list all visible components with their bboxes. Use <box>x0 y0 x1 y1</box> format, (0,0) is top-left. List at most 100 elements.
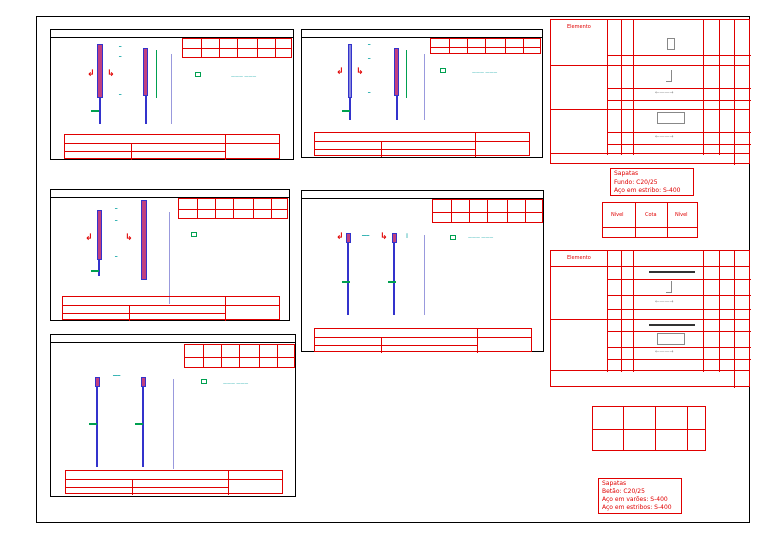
ground-mark <box>342 281 350 283</box>
ground-mark <box>91 270 99 272</box>
column-b <box>141 377 146 387</box>
annotation-cyan: ——— ——— <box>468 235 494 240</box>
title-block <box>65 470 283 495</box>
arrow-left-icon: ↲ <box>336 232 344 242</box>
title-block <box>62 296 280 321</box>
annotation-cyan: ═ <box>115 218 118 223</box>
sheet-header <box>302 191 543 199</box>
stirrup-rect <box>657 112 685 124</box>
title-block <box>64 134 280 160</box>
ground-mark <box>89 423 97 425</box>
column-b <box>392 233 397 243</box>
column-b-shaft <box>142 387 144 467</box>
annotation-cyan: ——— ——— <box>231 74 257 79</box>
annotation-cyan: ——— ——— <box>223 381 249 386</box>
annotation-cyan: ═ <box>119 44 122 49</box>
column-b <box>141 200 147 280</box>
legend-line: Sapatas <box>602 480 627 487</box>
arrow-left-icon: ↲ <box>336 67 344 77</box>
annotation-cyan: ═ <box>119 92 122 97</box>
arrow-left-icon: ↲ <box>87 69 95 79</box>
level-table-header: Cota <box>645 212 657 218</box>
level-line-blue <box>424 54 425 120</box>
column-a-shaft <box>98 260 100 276</box>
column-a <box>348 44 352 98</box>
rebar-table <box>178 198 288 219</box>
column-b-shaft <box>396 96 398 120</box>
level-table-header: Nível <box>675 212 688 218</box>
level-table-2 <box>592 406 706 451</box>
arrow-left-icon: ↲ <box>85 233 93 243</box>
detail-sheet-5: ═══ ——— ——— <box>50 334 296 497</box>
arrow-right-icon: ↳ <box>125 233 133 243</box>
detail-marker <box>195 72 201 77</box>
detail-marker <box>201 379 207 384</box>
rebar-table <box>432 199 543 223</box>
bar-arrow: ←——→ <box>655 299 674 305</box>
annotation-cyan: ═ <box>368 56 371 61</box>
detail-sheet-3: ↲ ↳ ═ ═ ═ <box>50 189 290 321</box>
annotation-cyan: ——— ——— <box>472 70 498 75</box>
annotation-cyan: ═ <box>115 206 118 211</box>
detail-sheet-2: ↲ ↳ ═ ═ ═ ——— ——— <box>301 29 543 158</box>
bar-line <box>649 324 695 326</box>
legend-line: Sapatas <box>614 170 639 177</box>
column-a-shaft <box>99 98 101 124</box>
column-a-shaft <box>96 387 98 467</box>
bar-shape <box>666 281 672 293</box>
bar-line <box>649 271 695 273</box>
level-table-header: Nível <box>611 212 624 218</box>
ground-mark <box>135 423 143 425</box>
sheet-header <box>302 30 542 38</box>
column-b-shaft <box>145 96 147 124</box>
stirrup-shape <box>667 38 675 50</box>
bar-shape <box>666 70 672 82</box>
schedule-top-header: Elemento <box>567 24 591 30</box>
bar-arrow: ←——→ <box>655 90 674 96</box>
detail-sheet-4: ↲ ↳ ═══ ║ ——— ——— <box>301 190 544 353</box>
annotation-cyan: ═══ <box>113 373 121 378</box>
stirrup-rect <box>657 333 685 345</box>
level-line-blue <box>424 235 425 315</box>
legend-line: Aço em varões: S-400 <box>602 496 668 503</box>
legend-line: Aço em estribos: S-400 <box>602 504 672 511</box>
bar-arrow: ←——→ <box>655 349 674 355</box>
legend-line: Betão: C20/25 <box>602 488 645 495</box>
schedule-top: Elemento ←——→ ←——→ <box>550 19 751 165</box>
column-b <box>143 48 148 96</box>
legend-line: Aço em estribo: S-400 <box>614 187 681 194</box>
ground-mark <box>342 110 350 112</box>
level-line-blue <box>171 54 172 124</box>
annotation-cyan: ═══ <box>362 233 370 238</box>
detail-sheet-1: ↲ ↳ ═ ═ ═ ——— ——— <box>50 29 294 160</box>
legend-box-1: Sapatas Fundo: C20/25 Aço em estribo: S-… <box>610 168 694 196</box>
level-table: Nível Cota Nível <box>602 202 698 238</box>
rebar-table <box>430 38 541 54</box>
title-block <box>314 132 530 157</box>
rebar-table <box>182 38 292 58</box>
ground-mark <box>388 281 396 283</box>
column-b-shaft <box>393 243 395 315</box>
annotation-cyan: ║ <box>406 233 409 238</box>
level-line-blue <box>173 379 174 469</box>
legend-box-2: Sapatas Betão: C20/25 Aço em varões: S-4… <box>598 478 682 514</box>
arrow-right-icon: ↳ <box>380 232 388 242</box>
title-block <box>314 328 532 353</box>
annotation-cyan: ═ <box>115 254 118 259</box>
arrow-right-icon: ↳ <box>107 69 115 79</box>
legend-line: Fundo: C20/25 <box>614 179 658 186</box>
detail-marker <box>191 232 197 237</box>
column-a <box>95 377 100 387</box>
detail-marker <box>440 68 446 73</box>
level-line-blue <box>169 212 170 304</box>
column-a <box>346 233 351 243</box>
column-b <box>394 48 399 96</box>
bar-arrow: ←——→ <box>655 134 674 140</box>
annotation-cyan: ═ <box>119 54 122 59</box>
arrow-right-icon: ↳ <box>356 67 364 77</box>
detail-marker <box>450 235 456 240</box>
schedule-bottom-header: Elemento <box>567 255 591 261</box>
level-line <box>156 50 157 98</box>
column-a-shaft <box>349 98 351 120</box>
sheet-header <box>51 30 293 38</box>
